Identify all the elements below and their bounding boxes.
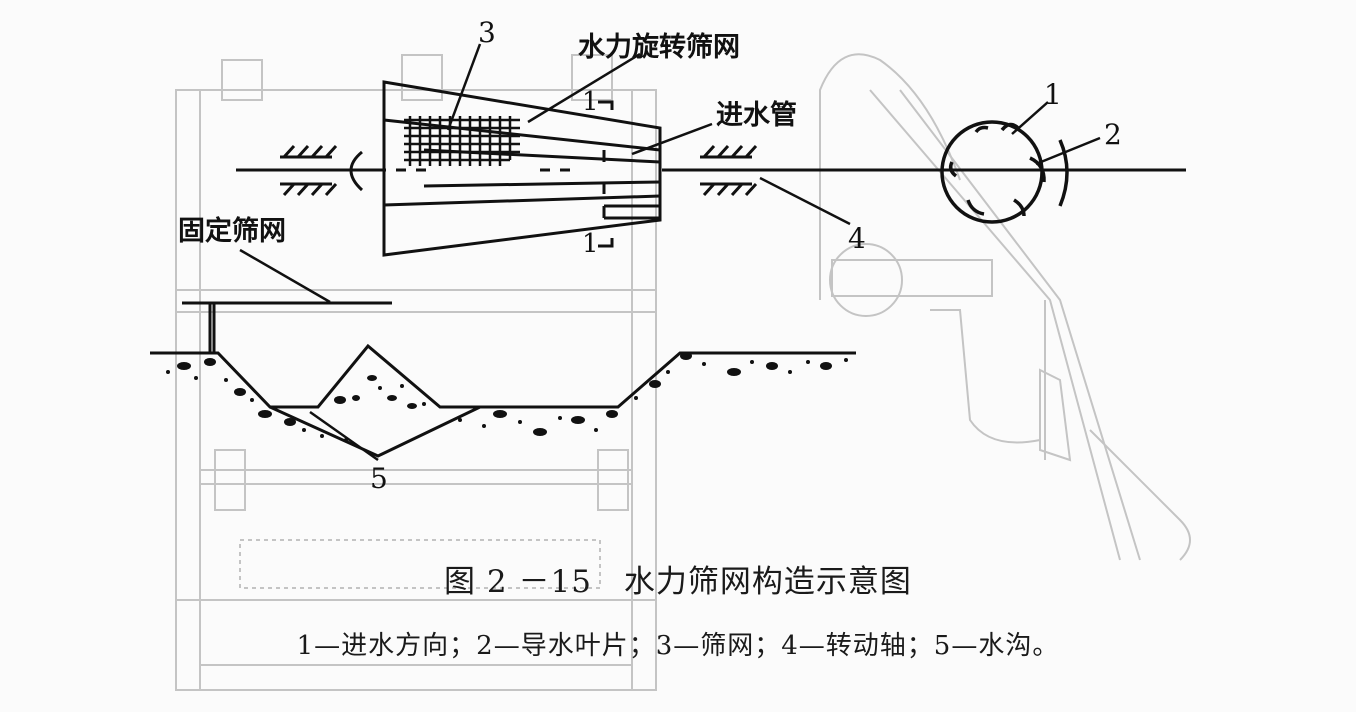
label-1: 1 [1044, 78, 1062, 111]
label-section-top: 1 [582, 87, 599, 117]
gravel [166, 352, 848, 442]
label-3: 3 [478, 16, 496, 49]
label-5: 5 [370, 462, 388, 495]
label-fixed-screen: 固定筛网 [178, 215, 286, 247]
screen-mesh [404, 116, 520, 166]
left-bearing [280, 144, 338, 197]
leader-lines [239, 43, 1101, 462]
channel [150, 343, 856, 458]
rotation-arrow-icon [349, 150, 364, 192]
label-section-bottom: 1 [582, 229, 599, 259]
figure-legend: 1—进水方向；2—导水叶片；3—筛网；4—转动轴；5—水沟。 [296, 631, 1060, 661]
background-drawing [175, 53, 1191, 691]
right-bearing [700, 144, 758, 197]
label-inlet-pipe: 进水管 [716, 100, 797, 131]
label-rotating-screen: 水力旋转筛网 [578, 31, 740, 63]
fixed-screen [182, 301, 392, 352]
label-2: 2 [1104, 118, 1122, 151]
section-marks [598, 100, 614, 248]
cross-section [940, 120, 1069, 224]
figure-caption: 图 2 －15 水力筛网构造示意图 [444, 564, 912, 600]
label-4: 4 [848, 222, 866, 255]
